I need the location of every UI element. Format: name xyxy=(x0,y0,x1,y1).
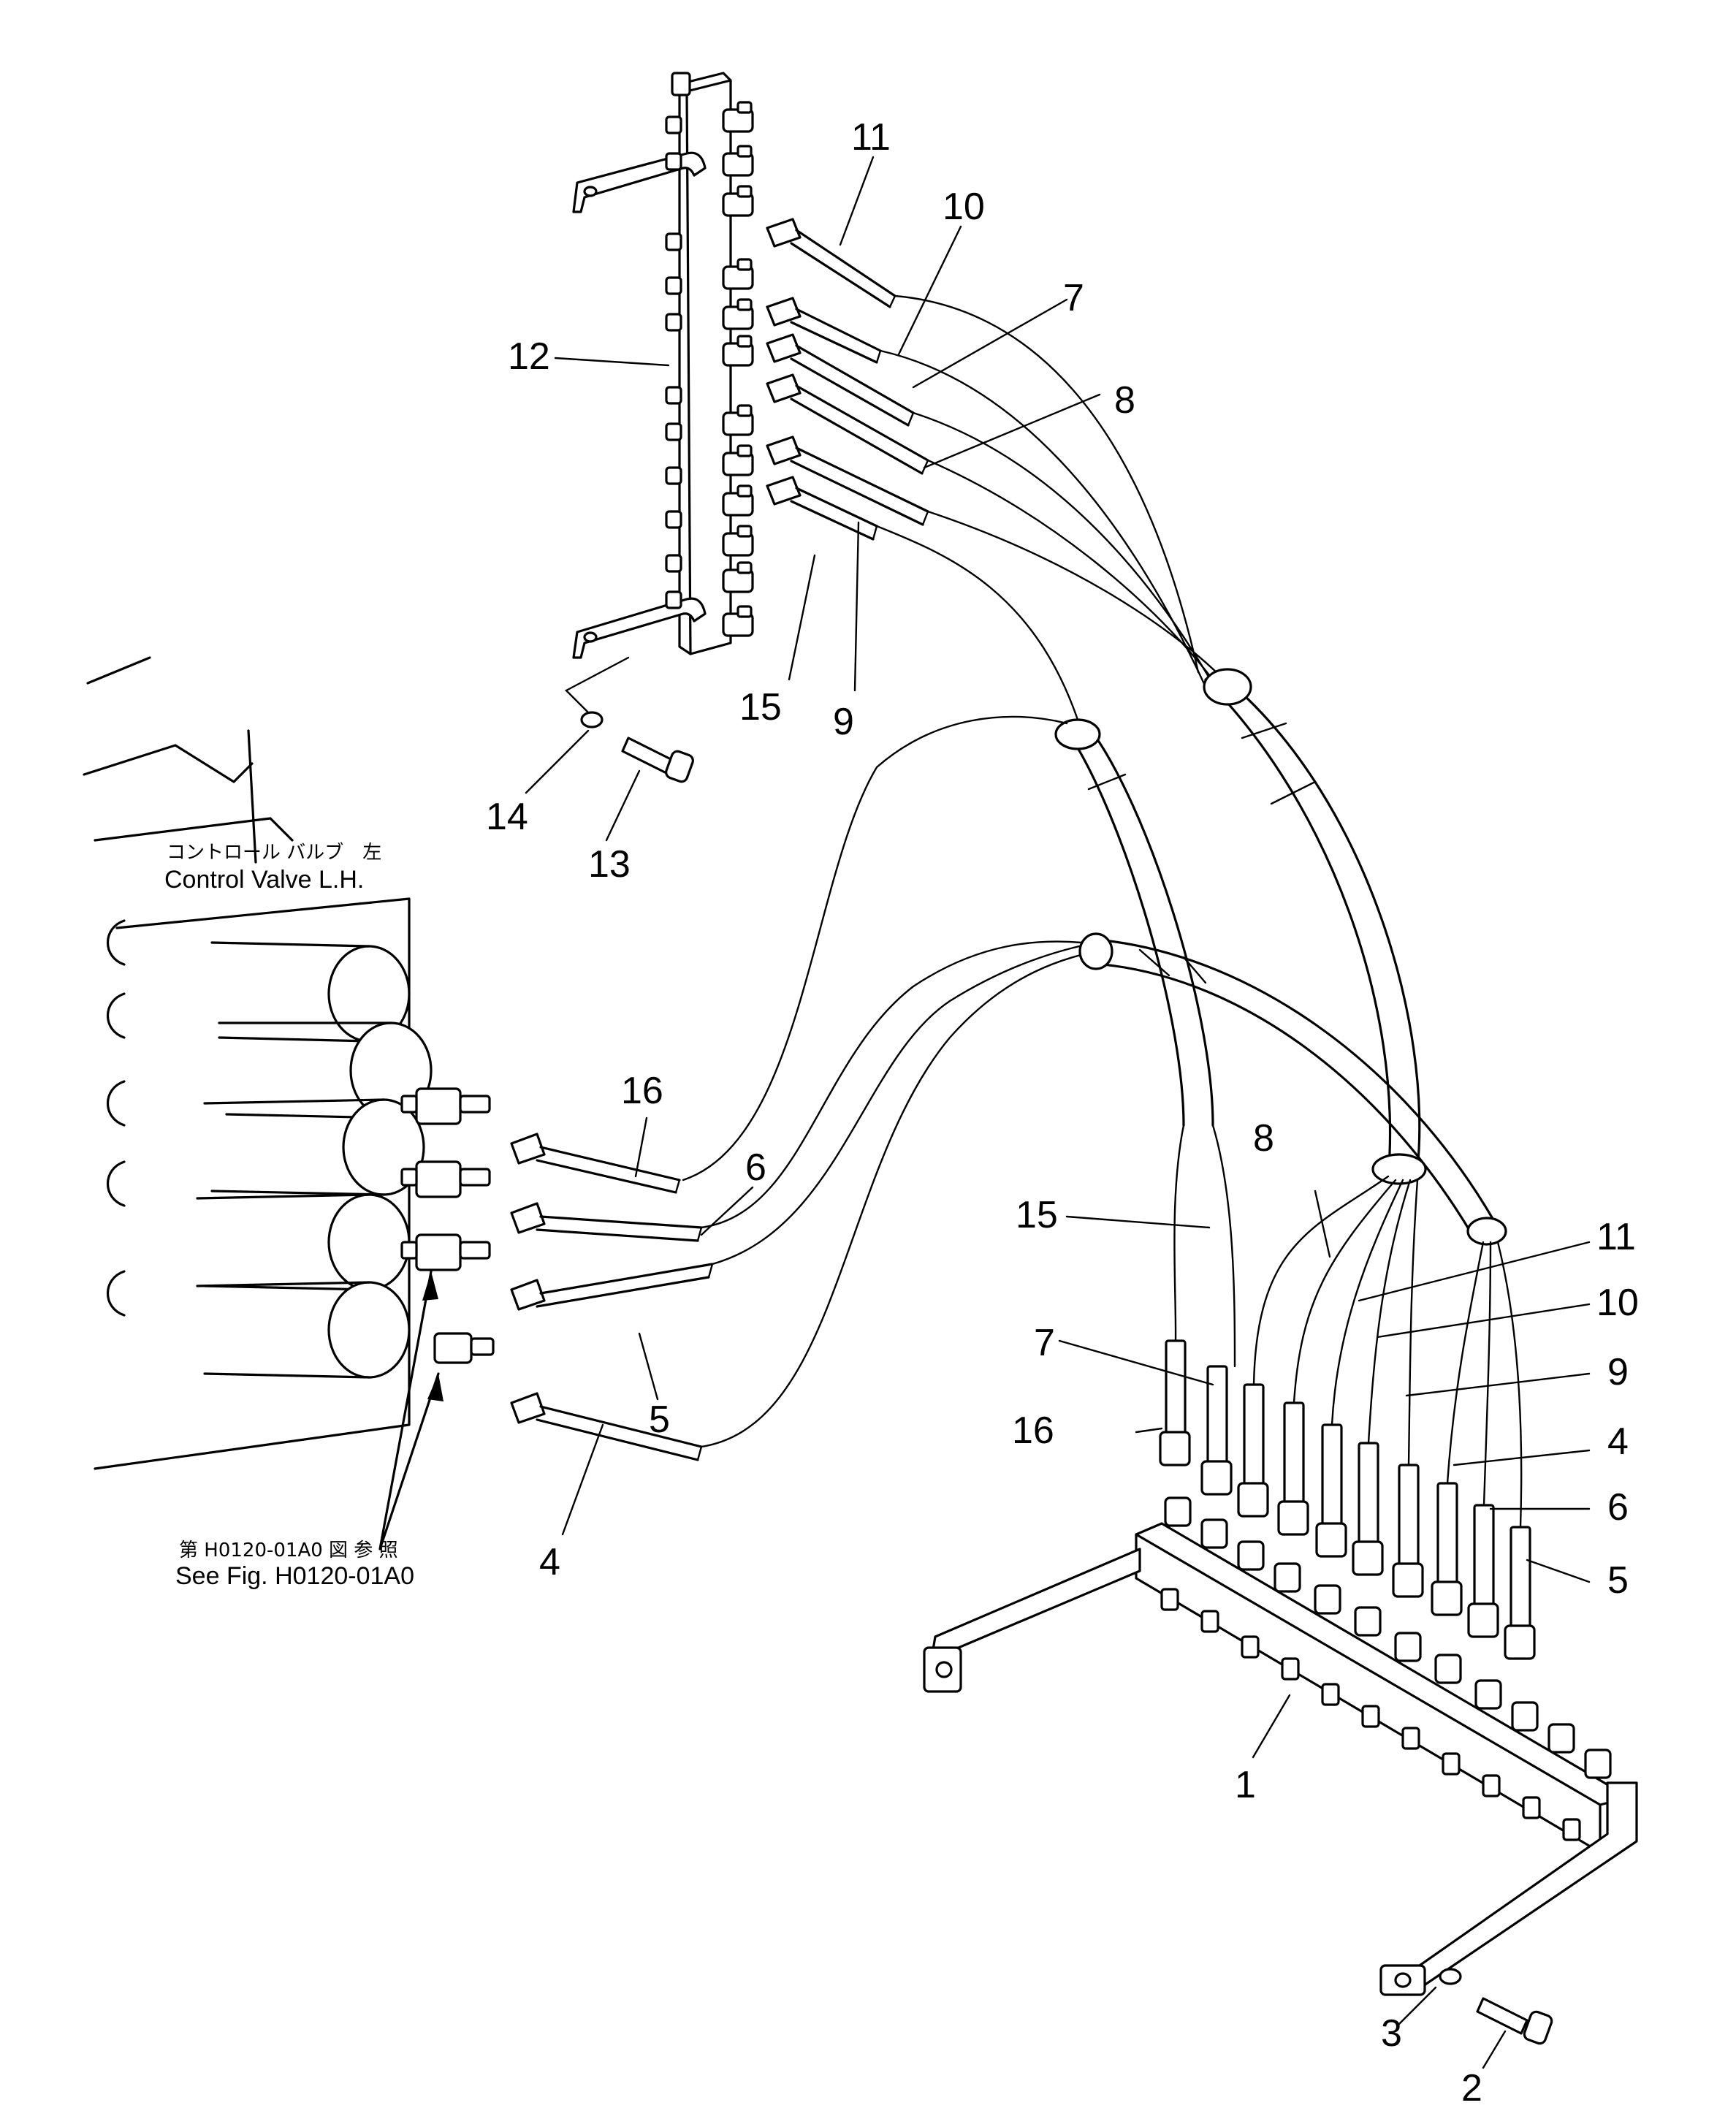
upper-manifold-block xyxy=(572,72,754,659)
callout-4-right: 4 xyxy=(1607,1420,1629,1463)
hose-lower-strands xyxy=(1173,1124,1523,1529)
hose-bundle-upper xyxy=(875,294,1421,1178)
callout-1: 1 xyxy=(1235,1764,1256,1806)
callout-7-right: 7 xyxy=(1034,1322,1055,1364)
see-fig-label-en: See Fig. H0120-01A0 xyxy=(175,1562,414,1590)
callout-11-top: 11 xyxy=(851,116,891,159)
callout-16-right: 16 xyxy=(1012,1409,1054,1452)
control-valve-label-en: Control Valve L.H. xyxy=(164,866,364,894)
notes: コントロール バルブ 左 Control Valve L.H. 第 H0120-… xyxy=(164,842,414,1590)
callout-8-top: 8 xyxy=(1114,379,1135,422)
callout-5-right: 5 xyxy=(1607,1559,1629,1602)
callout-10-top: 10 xyxy=(943,186,985,228)
see-fig-arrows xyxy=(378,1270,443,1550)
see-fig-label-jp: 第 H0120-01A0 図 参 照 xyxy=(179,1540,398,1561)
callout-6-mid: 6 xyxy=(745,1146,766,1189)
callout-5-mid: 5 xyxy=(649,1399,670,1441)
callout-9-top: 9 xyxy=(833,701,854,743)
callout-15-right: 15 xyxy=(1016,1194,1058,1236)
callout-9-right: 9 xyxy=(1607,1351,1629,1393)
manifold-fittings xyxy=(1164,1496,1612,1779)
callout-15-top: 15 xyxy=(739,686,782,728)
hose-bundle-lower xyxy=(682,715,1507,1448)
callout-11-right: 11 xyxy=(1596,1216,1636,1258)
callout-4-mid: 4 xyxy=(539,1541,560,1583)
lower-manifold-block xyxy=(923,1496,1638,1996)
callout-14: 14 xyxy=(486,796,528,838)
callout-12: 12 xyxy=(508,335,550,378)
control-valve-label-jp: コントロール バルブ 左 xyxy=(167,842,381,864)
callout-2: 2 xyxy=(1461,2067,1482,2108)
callout-6-right: 6 xyxy=(1607,1486,1629,1529)
bolt-and-washer-lower xyxy=(1439,1968,1553,2045)
manifold-bottom-nipples xyxy=(1160,1588,1581,1841)
callout-10-right: 10 xyxy=(1596,1282,1639,1324)
control-valve-lh xyxy=(83,656,433,1470)
pressure-switches xyxy=(400,1087,495,1364)
right-fittings xyxy=(722,101,754,637)
callout-8-right: 8 xyxy=(1253,1117,1274,1160)
bolt-and-washer-upper xyxy=(565,656,694,783)
callout-7-top: 7 xyxy=(1063,277,1084,319)
left-nipples xyxy=(665,115,682,609)
callout-numbers: 11 10 7 8 12 15 9 14 13 16 6 5 4 8 15 11… xyxy=(486,116,1639,2108)
middle-hose-ends xyxy=(510,1133,714,1461)
upper-hose-ends xyxy=(766,218,929,541)
leader-lines xyxy=(525,156,1591,2069)
callout-3: 3 xyxy=(1381,2012,1402,2055)
lower-hose-ends xyxy=(1159,1339,1536,1660)
callout-16-mid: 16 xyxy=(621,1070,663,1112)
callout-13: 13 xyxy=(588,843,631,886)
